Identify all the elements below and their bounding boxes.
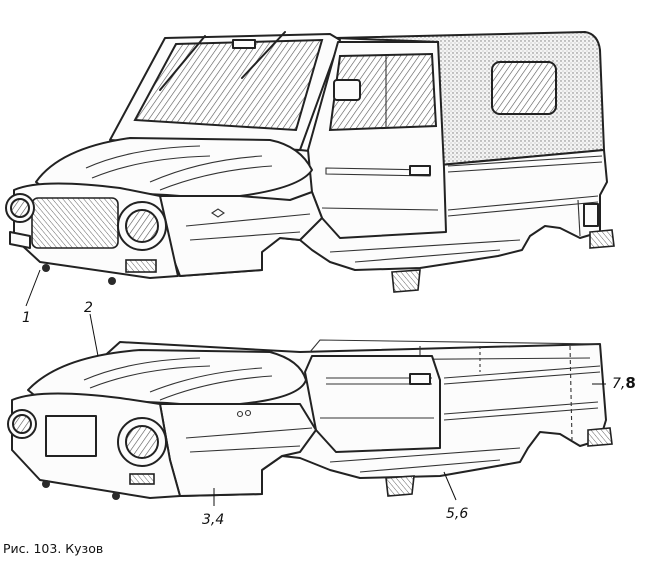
callout-7-8: 7,8 (612, 374, 636, 392)
side-mirror (333, 79, 361, 101)
vehicle-with-canvas-top (5, 30, 615, 293)
mirror-mount (232, 39, 256, 49)
vehicle-open-body (7, 339, 613, 500)
callout-1: 1 (22, 310, 31, 326)
callout-3-4: 3,4 (202, 512, 224, 528)
fog-light (125, 259, 157, 273)
callout-5-6: 5,6 (446, 506, 468, 522)
grille (31, 197, 119, 249)
side-step (391, 269, 421, 293)
open-body-door (304, 355, 441, 453)
wiper-left (159, 35, 206, 91)
front-fender (159, 191, 323, 277)
figure-caption: Рис. 103. Кузов (3, 541, 104, 556)
rear-side-window (491, 61, 557, 115)
wiper-right (241, 31, 286, 79)
callout-2: 2 (84, 300, 93, 316)
grille-panel (45, 415, 97, 457)
callouts: 1 2 3,4 5,6 7,8 (22, 269, 636, 528)
rear-light (583, 203, 599, 227)
badge-icon (211, 208, 225, 218)
door-window (328, 52, 438, 132)
